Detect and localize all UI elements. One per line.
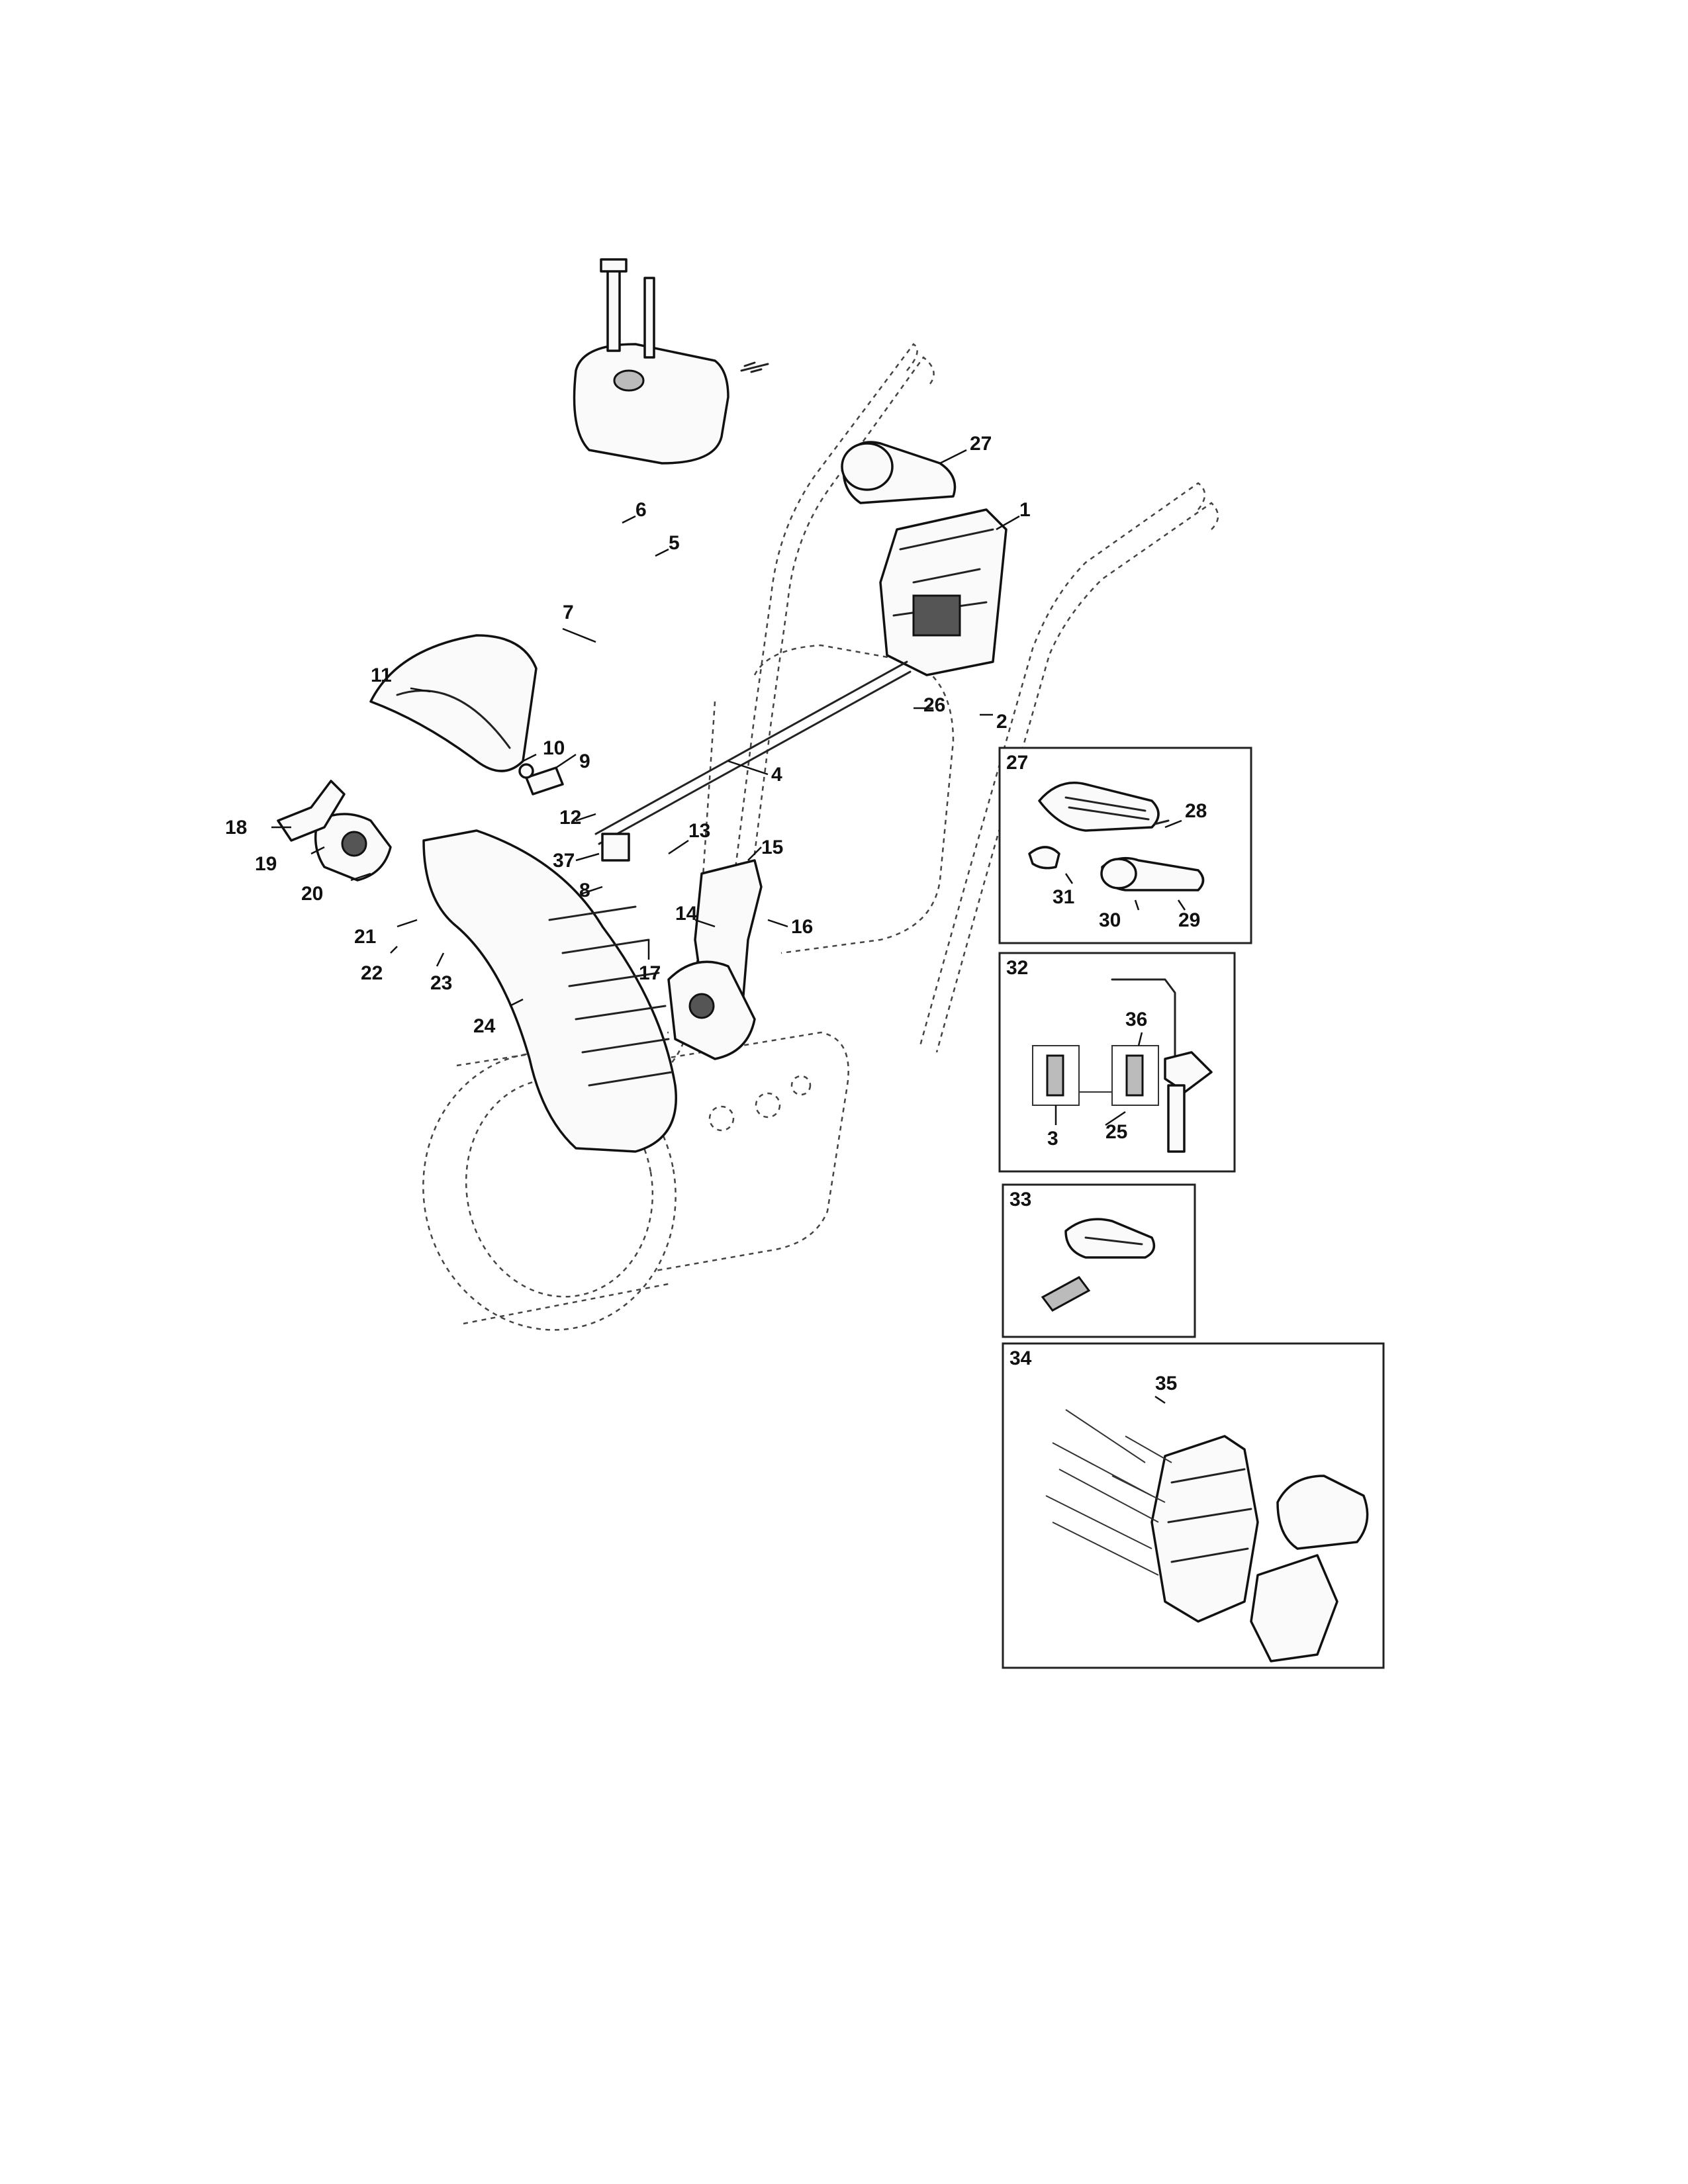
callout-14: 14	[675, 903, 698, 925]
callout-1: 1	[1019, 499, 1031, 521]
inset-32-label: 32	[1006, 957, 1028, 979]
callout-21: 21	[354, 926, 376, 948]
callout-25: 25	[1105, 1121, 1127, 1143]
part-10-washer	[518, 763, 534, 779]
inset-27-label: 27	[1006, 752, 1028, 774]
main-parts	[277, 258, 1008, 1153]
part-24-lower-chute	[422, 829, 677, 1153]
inset-34: 34 35	[1002, 1342, 1385, 1669]
callout-17: 17	[639, 962, 661, 984]
inset-34-housing	[1150, 1435, 1259, 1623]
callout-22: 22	[361, 962, 383, 984]
part-7-deflector-top	[573, 343, 729, 465]
callout-5: 5	[669, 532, 680, 554]
callout-37: 37	[553, 850, 575, 872]
callout-4: 4	[771, 764, 782, 786]
callout-12: 12	[559, 807, 581, 829]
part-5-bolt	[643, 277, 655, 359]
leader-lines	[271, 449, 1020, 1007]
callout-3: 3	[1047, 1128, 1058, 1150]
callout-30: 30	[1099, 909, 1121, 931]
inset-33-handle	[1064, 1218, 1156, 1259]
callout-8: 8	[579, 880, 590, 901]
callout-27: 27	[970, 433, 992, 455]
part-19-bracket	[277, 780, 346, 842]
part-4-rod	[594, 660, 908, 835]
part-37-block	[601, 833, 630, 862]
callout-28: 28	[1185, 800, 1207, 822]
callout-2: 2	[996, 711, 1008, 733]
callout-26: 26	[923, 694, 945, 716]
inset-32: 32 36 3 25	[998, 952, 1236, 1173]
inset-27-grip	[1038, 782, 1160, 832]
callout-10: 10	[543, 737, 565, 759]
callout-9: 9	[579, 751, 590, 772]
inset-34-cover	[1276, 1475, 1369, 1550]
callout-16: 16	[791, 916, 813, 938]
callout-13: 13	[688, 820, 710, 842]
callout-36: 36	[1125, 1009, 1147, 1030]
inset-27: 27 28 31 30 29	[998, 747, 1252, 944]
part-11-upper-chute	[369, 634, 538, 772]
part-26-spring	[740, 361, 769, 373]
callout-15: 15	[761, 837, 783, 858]
callout-7: 7	[563, 602, 574, 623]
callout-35: 35	[1155, 1373, 1177, 1394]
part-1-control-housing	[879, 508, 1008, 676]
inset-32-rod	[1111, 978, 1176, 1060]
callouts: 27 1 6 5 7 11 26 2 4 10 9 12 13 37 15 8 …	[225, 433, 1031, 1037]
callout-19: 19	[255, 853, 277, 875]
inset-33-label: 33	[1009, 1189, 1031, 1210]
callout-24: 24	[473, 1015, 496, 1037]
part-9-clip	[525, 766, 564, 796]
callout-11: 11	[371, 664, 392, 686]
inset-27-clip	[1028, 846, 1060, 870]
inset-33-bolt	[1041, 1276, 1091, 1312]
callout-20: 20	[301, 883, 323, 905]
callout-23: 23	[430, 972, 452, 994]
callout-6: 6	[635, 499, 647, 521]
callout-18: 18	[225, 817, 247, 839]
callout-29: 29	[1178, 909, 1200, 931]
inset-34-label: 34	[1009, 1347, 1032, 1369]
part-6-bolt	[606, 263, 621, 352]
inset-33: 33	[1002, 1183, 1196, 1338]
callout-31: 31	[1053, 886, 1074, 908]
